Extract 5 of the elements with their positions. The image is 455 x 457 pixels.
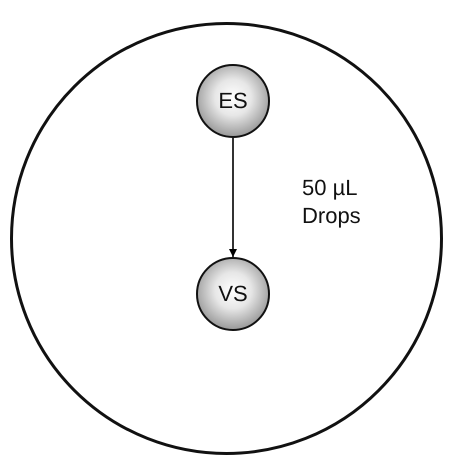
node-label: ES [218, 88, 248, 114]
arrow [229, 138, 237, 257]
volume-label: 50 µL Drops [302, 174, 362, 230]
node-label: VS [218, 281, 248, 307]
dish-outline [10, 22, 443, 455]
